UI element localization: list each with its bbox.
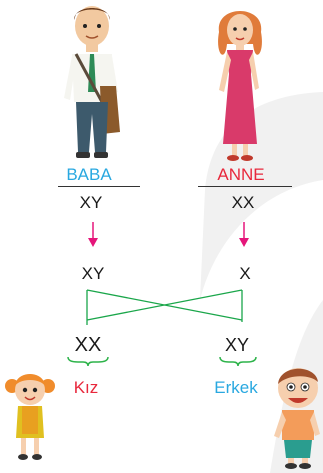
mother-underline — [198, 186, 292, 187]
mother-genotype: XX — [231, 193, 255, 212]
mother-label: ANNE — [217, 165, 265, 184]
father-genotype: XY — [79, 193, 103, 212]
father-figure — [64, 6, 120, 158]
mother-figure — [218, 11, 262, 161]
father-underline — [58, 186, 140, 187]
father-label: BABA — [66, 165, 112, 184]
son-label: Erkek — [214, 378, 258, 397]
girl-figure — [5, 374, 55, 460]
mother-arrow — [239, 222, 249, 247]
brace-right — [219, 356, 257, 367]
cross-lines — [86, 289, 243, 325]
daughter-genotype: XX — [74, 334, 102, 356]
son-genotype: XY — [224, 335, 250, 355]
father-arrow — [88, 222, 98, 247]
mother-gamete: X — [239, 264, 251, 283]
brace-left — [67, 356, 109, 367]
father-gamete: XY — [81, 264, 105, 283]
daughter-label: Kız — [73, 378, 99, 397]
boy-figure — [274, 368, 320, 469]
